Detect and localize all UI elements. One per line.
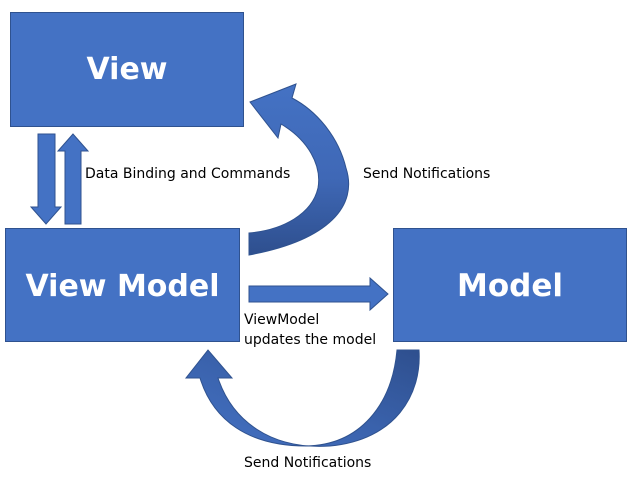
view-box-title: View — [86, 52, 168, 87]
data-binding-label: Data Binding and Commands — [85, 166, 291, 182]
view-model-box: View Model — [5, 228, 240, 342]
view-model-box-title: View Model — [25, 268, 220, 304]
view-box: View — [10, 12, 244, 127]
viewmodel-updates-label: ViewModel updates the model — [244, 310, 376, 350]
model-box: Model — [393, 228, 627, 342]
viewmodel-updates-line2: updates the model — [244, 332, 377, 348]
binding-arrow-down — [29, 133, 63, 225]
send-notifications-top-label: Send Notifications — [363, 166, 491, 182]
update-arrow-right — [248, 276, 389, 312]
notify-curve-arrow-bottom — [184, 349, 420, 447]
model-box-title: Model — [457, 268, 563, 304]
viewmodel-updates-line1: ViewModel — [244, 312, 320, 328]
notify-curve-arrow-top — [248, 83, 350, 256]
send-notifications-bottom-label: Send Notifications — [244, 455, 372, 471]
binding-arrow-up — [56, 133, 90, 225]
